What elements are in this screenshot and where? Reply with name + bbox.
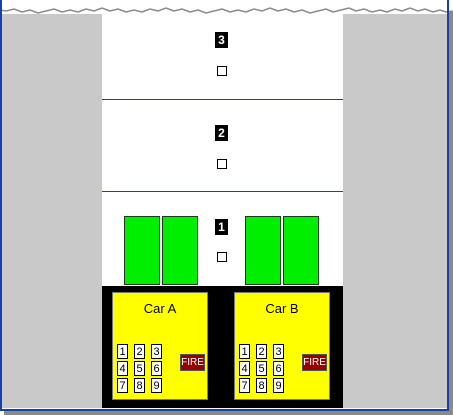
car-a-door-left bbox=[124, 216, 160, 285]
car-a-panel: Car A 1 2 3 4 5 6 7 8 9 FIRE bbox=[112, 292, 208, 400]
floor-label-3: 3 bbox=[215, 32, 228, 48]
car-a-key-4[interactable]: 4 bbox=[117, 361, 128, 376]
frame-shadow-bottom bbox=[4, 411, 453, 415]
car-a-key-5[interactable]: 5 bbox=[134, 361, 145, 376]
car-b-door-left bbox=[245, 216, 281, 285]
car-a-key-7[interactable]: 7 bbox=[117, 378, 128, 393]
car-a-title: Car A bbox=[143, 301, 177, 316]
car-a-key-9[interactable]: 9 bbox=[151, 378, 162, 393]
car-b-panel: Car B 1 2 3 4 5 6 7 8 9 FIRE bbox=[234, 292, 330, 400]
car-a-key-6[interactable]: 6 bbox=[151, 361, 162, 376]
car-b-key-4[interactable]: 4 bbox=[239, 361, 250, 376]
car-b-key-9[interactable]: 9 bbox=[273, 378, 284, 393]
car-b-title: Car B bbox=[265, 301, 299, 316]
car-a-key-3[interactable]: 3 bbox=[151, 344, 162, 359]
car-b-key-7[interactable]: 7 bbox=[239, 378, 250, 393]
car-a-fire-button[interactable]: FIRE bbox=[180, 354, 205, 371]
car-b-door-right bbox=[283, 216, 319, 285]
car-b-key-5[interactable]: 5 bbox=[256, 361, 267, 376]
car-a-key-1[interactable]: 1 bbox=[117, 344, 128, 359]
car-b-key-2[interactable]: 2 bbox=[256, 344, 267, 359]
car-a-key-2[interactable]: 2 bbox=[134, 344, 145, 359]
car-a-door-right bbox=[162, 216, 198, 285]
call-button-floor-1[interactable] bbox=[217, 252, 227, 262]
car-b-key-1[interactable]: 1 bbox=[239, 344, 250, 359]
car-b-key-3[interactable]: 3 bbox=[273, 344, 284, 359]
floor-divider-2-1 bbox=[102, 191, 343, 192]
shaft-wall-left bbox=[2, 14, 102, 408]
car-b-fire-button[interactable]: FIRE bbox=[302, 354, 327, 371]
floor-label-2: 2 bbox=[215, 125, 228, 141]
call-button-floor-2[interactable] bbox=[217, 159, 227, 169]
floor-label-1: 1 bbox=[215, 219, 228, 235]
torn-paper-edge bbox=[0, 0, 453, 14]
floor-divider-3-2 bbox=[102, 99, 343, 100]
car-b-key-8[interactable]: 8 bbox=[256, 378, 267, 393]
car-b-key-6[interactable]: 6 bbox=[273, 361, 284, 376]
shaft-wall-right bbox=[343, 14, 447, 408]
car-a-key-8[interactable]: 8 bbox=[134, 378, 145, 393]
call-button-floor-3[interactable] bbox=[217, 66, 227, 76]
frame-shadow-right bbox=[449, 12, 453, 415]
